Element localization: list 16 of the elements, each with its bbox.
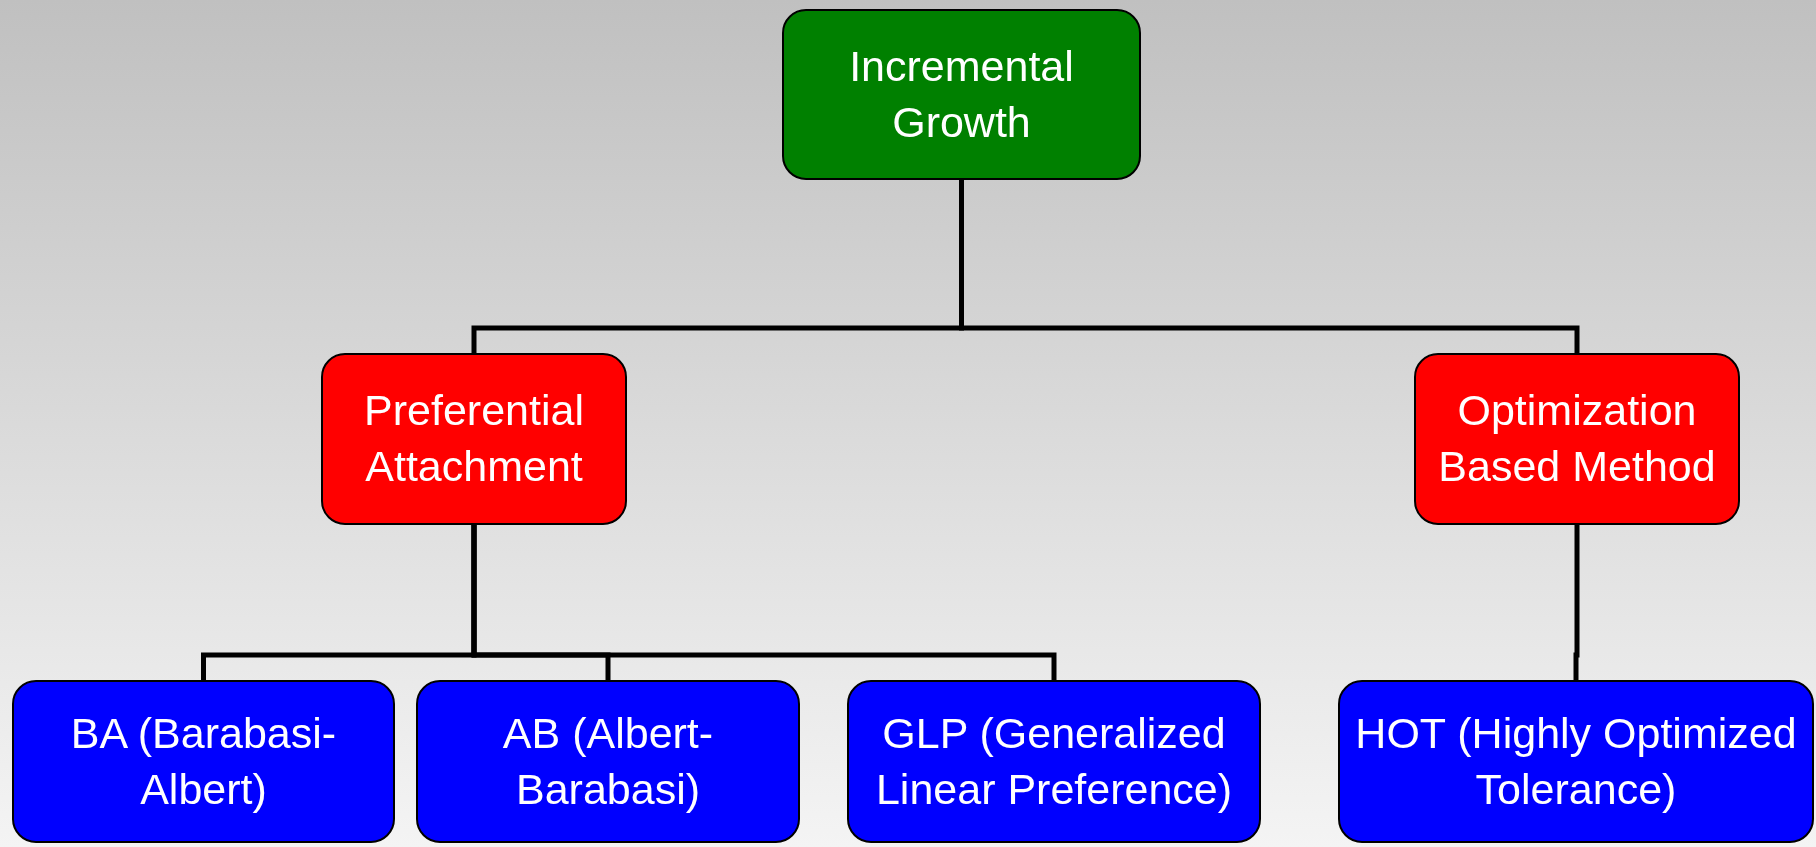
process-box	[12, 680, 395, 843]
process-box	[782, 9, 1141, 180]
box-label: BA (Barabasi-Albert)	[69, 707, 338, 815]
process-box	[321, 353, 627, 525]
process-box	[416, 680, 800, 843]
box-label: Preferential Attachment	[363, 385, 585, 492]
box-label: HOT (Highly Optimized Tolerance)	[1354, 707, 1798, 815]
box-label: AB (Albert-Barabasi)	[501, 707, 715, 815]
connector-line	[1573, 525, 1580, 680]
connector-line	[471, 525, 1057, 680]
process-box	[847, 680, 1261, 843]
box-label: GLP (Generalized Linear Preference)	[874, 707, 1234, 815]
process-box	[1414, 353, 1740, 525]
box-label: Incremental Growth	[848, 40, 1075, 148]
box-label: Optimization Based Method	[1437, 385, 1717, 492]
process-box	[1338, 680, 1814, 843]
